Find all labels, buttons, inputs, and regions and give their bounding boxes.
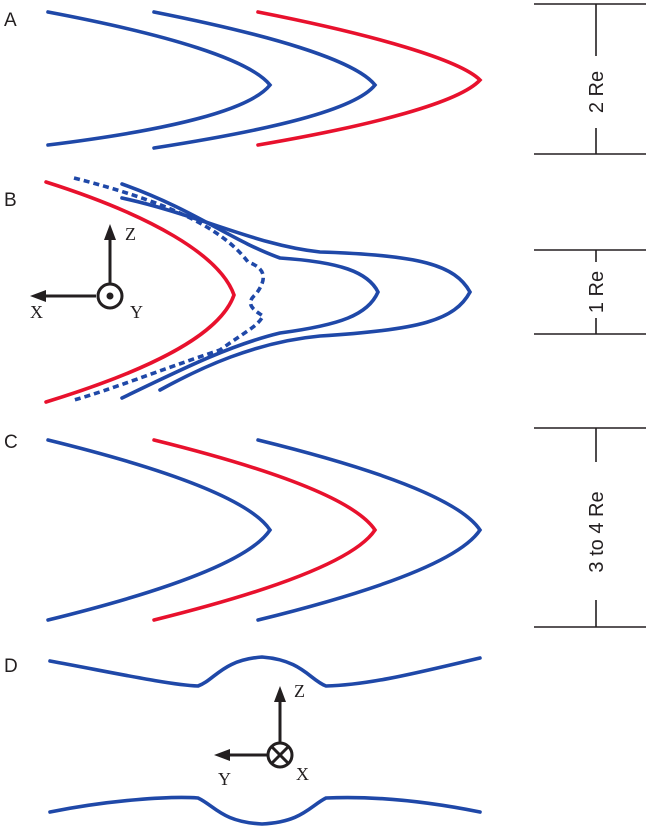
panel-c-scale-label: 3 to 4 Re	[586, 491, 608, 572]
panel-d-x-label: X	[296, 764, 309, 784]
panel-b-label: B	[4, 190, 17, 211]
panel-a-field-line-2	[152, 10, 378, 150]
panel-d-axes: Z X Y	[214, 681, 309, 789]
panel-b-field-line-dashed	[73, 176, 266, 402]
panel-b-z-label: Z	[125, 224, 136, 244]
panel-a: A 2 Re	[4, 3, 646, 155]
panel-b-axes: Z X Y	[30, 224, 143, 322]
panel-b-y-label: Y	[130, 302, 143, 322]
panel-d-field-line-bottom	[48, 795, 482, 826]
panel-c-field-line-3	[256, 438, 483, 622]
panel-b-field-line-outer	[120, 196, 473, 392]
panel-c-field-line-1	[46, 438, 273, 622]
panel-c-scale-bar: 3 to 4 Re	[534, 427, 646, 628]
panel-d-field-line-top	[48, 655, 482, 688]
panel-b-field-line-red	[44, 180, 236, 404]
panel-a-scale-bar: 2 Re	[534, 3, 646, 155]
panel-a-field-line-3	[256, 10, 483, 147]
panel-d: D Z X Y	[4, 655, 482, 826]
panel-c: C 3 to 4 Re	[4, 427, 646, 628]
panel-b-field-line-inner	[120, 182, 380, 400]
panel-c-field-line-2	[152, 438, 378, 622]
panel-c-label: C	[4, 432, 18, 453]
panel-a-label: A	[4, 10, 17, 31]
panel-d-y-label: Y	[218, 769, 231, 789]
panel-d-z-label: Z	[294, 681, 305, 701]
panel-a-scale-label: 2 Re	[586, 71, 608, 113]
panel-b-x-label: X	[30, 302, 43, 322]
panel-a-field-line-1	[46, 10, 273, 147]
panel-b-scale-label: 1 Re	[586, 271, 608, 313]
panel-b-scale-bar: 1 Re	[534, 249, 646, 335]
panel-d-label: D	[4, 656, 18, 677]
panel-b: B Z X Y 1 Re	[4, 176, 646, 404]
